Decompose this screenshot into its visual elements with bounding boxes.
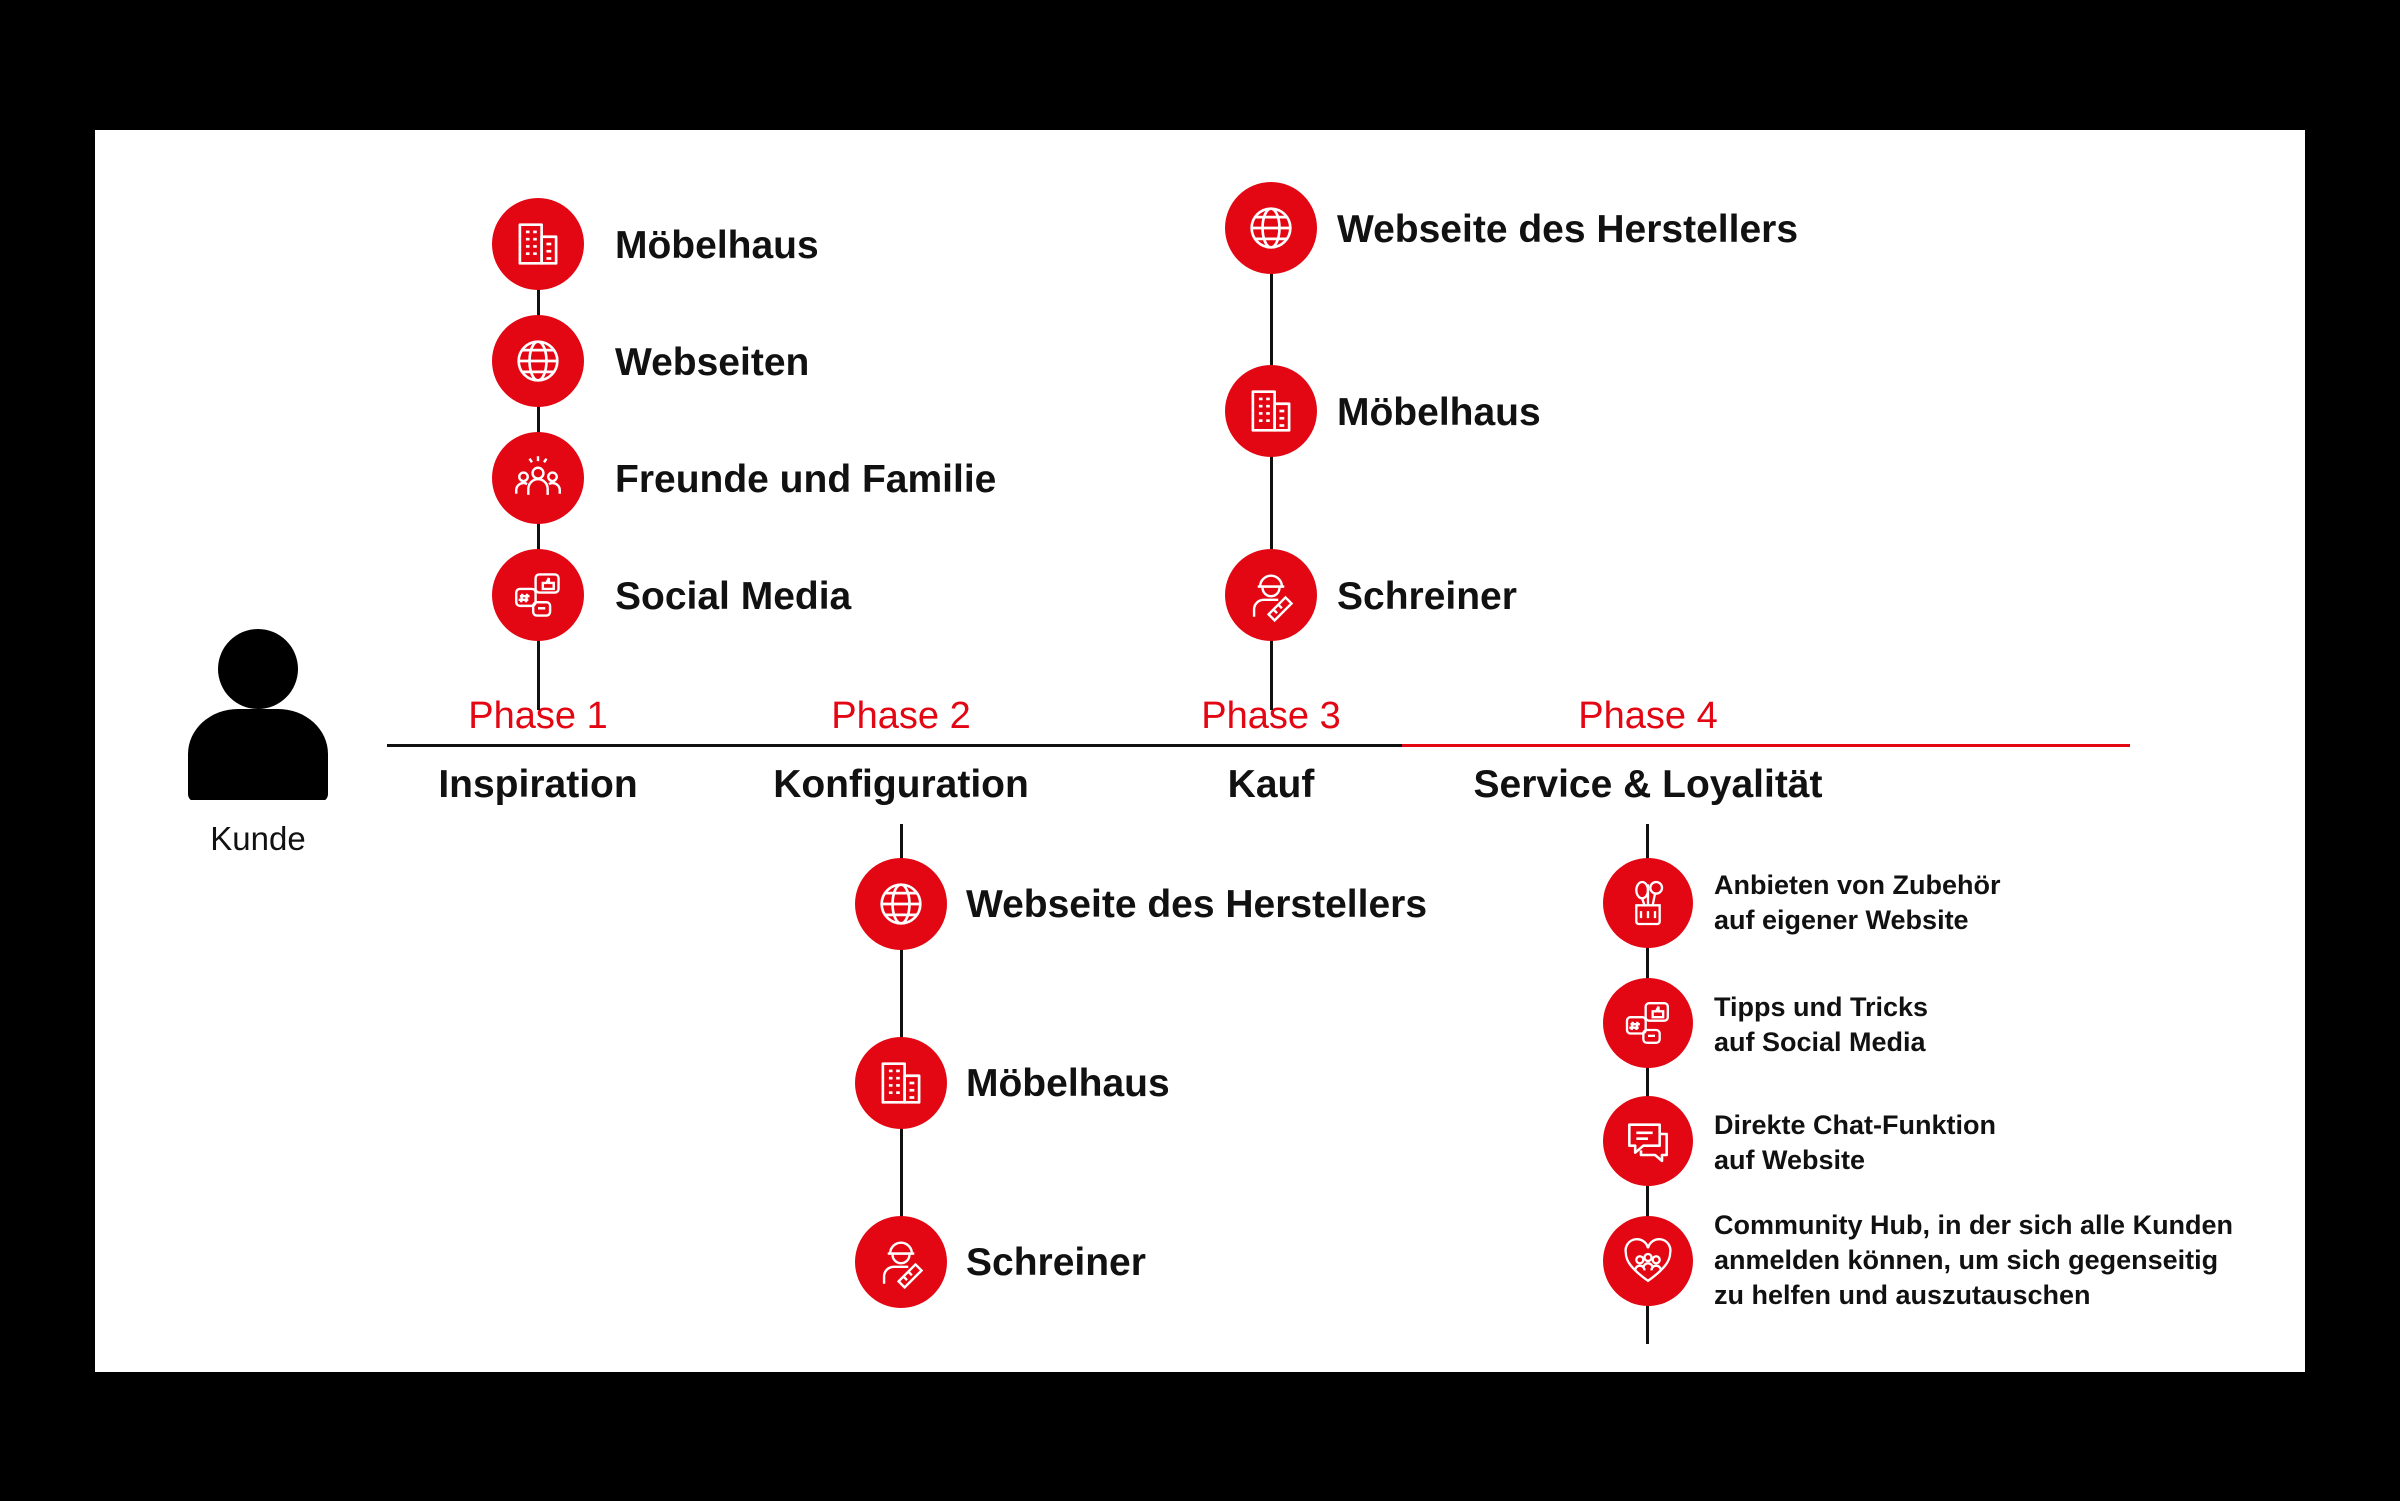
inspiration-item-label: Social Media <box>615 575 852 618</box>
konfiguration-item-label: Schreiner <box>966 1241 1146 1284</box>
kauf-connector <box>1270 227 1273 710</box>
service-connector <box>1646 824 1649 1344</box>
globe-icon <box>855 858 947 950</box>
stage-inspiration: Inspiration <box>438 763 638 806</box>
social-media-icon <box>1603 978 1693 1068</box>
people-group-icon <box>492 432 584 524</box>
konfiguration-item-label: Webseite des Herstellers <box>966 883 1428 926</box>
kauf-item-label: Möbelhaus <box>1337 391 1541 434</box>
inspiration-item-label: Webseiten <box>615 341 810 384</box>
chat-icon <box>1603 1096 1693 1186</box>
inspiration-item-label: Freunde und Familie <box>615 458 997 501</box>
person-icon <box>188 628 328 800</box>
carpenter-icon <box>1225 549 1317 641</box>
service-item-text: Direkte Chat-Funktion auf Website <box>1714 1110 1997 1175</box>
tools-cup-icon <box>1603 858 1693 948</box>
customer-label: Kunde <box>210 820 306 857</box>
phase-2-label: Phase 2 <box>831 695 971 737</box>
social-media-icon <box>492 549 584 641</box>
service-item-text: Tipps und Tricks auf Social Media <box>1714 992 1929 1057</box>
kauf-item-label: Schreiner <box>1337 575 1517 618</box>
kauf-item-label: Webseite des Herstellers <box>1337 208 1799 251</box>
timeline-axis-red <box>1402 744 2130 747</box>
community-heart-icon <box>1603 1216 1693 1306</box>
konfiguration-item-label: Möbelhaus <box>966 1062 1170 1105</box>
inspiration-item-label: Möbelhaus <box>615 224 819 267</box>
globe-icon <box>492 315 584 407</box>
phase-4-label: Phase 4 <box>1578 695 1718 737</box>
service-item-text: Community Hub, in der sich alle Kunden a… <box>1714 1210 2234 1310</box>
globe-icon <box>1225 182 1317 274</box>
stage-kauf: Kauf <box>1227 763 1315 806</box>
stage-service-loyalitaet: Service & Loyalität <box>1473 763 1823 806</box>
building-icon <box>1225 365 1317 457</box>
stage-konfiguration: Konfiguration <box>773 763 1029 806</box>
building-icon <box>492 198 584 290</box>
carpenter-icon <box>855 1216 947 1308</box>
timeline-axis-black <box>387 744 1402 747</box>
service-item-text: Anbieten von Zubehör auf eigener Website <box>1714 870 2001 935</box>
building-icon <box>855 1037 947 1129</box>
diagram-panel: Kunde Phase 1 Phase 2 Phase 3 Phase 4 In… <box>95 130 2305 1372</box>
